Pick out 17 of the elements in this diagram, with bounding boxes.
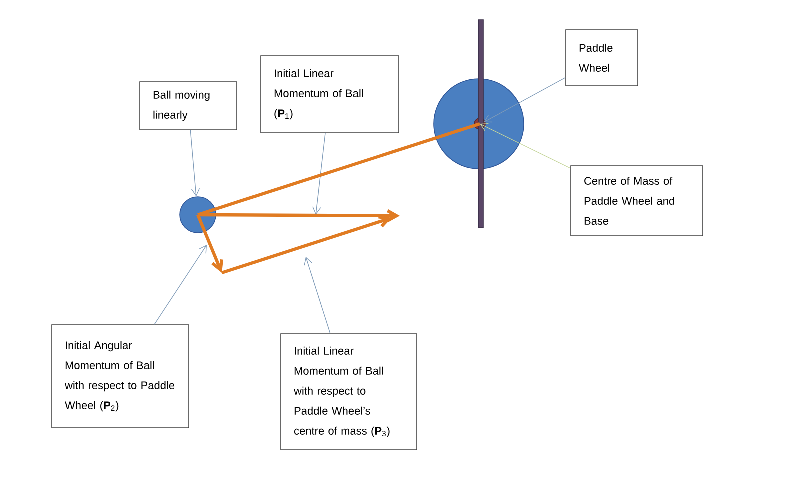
label-box: Ball moving linearly (140, 82, 238, 130)
vector-arrow (198, 210, 400, 222)
leader-line (304, 257, 331, 334)
leader-line (480, 123, 571, 169)
leader-line (312, 133, 326, 215)
label-box: Initial Linear Momentum of Ball (P$_{1}$) (260, 56, 400, 134)
line (198, 122, 480, 217)
ball (180, 196, 216, 234)
leader-line (154, 245, 207, 325)
paddle-bar (478, 20, 484, 228)
label-box: Initial Angular Momentum of Ball with respect to Paddle Wheel (P$_{2}$) (52, 324, 190, 428)
leader-line (190, 130, 200, 197)
label-box: Paddle Wheel (566, 30, 638, 86)
label-box: Centre of Mass of Paddle Wheel and Base (570, 166, 704, 236)
leader-line (484, 77, 566, 123)
label-box: Initial Linear Momentum of Ball with respect to Paddle Wheel’s centre of mass (P$_{3}$) (280, 334, 418, 450)
vector-arrow (196, 214, 224, 273)
